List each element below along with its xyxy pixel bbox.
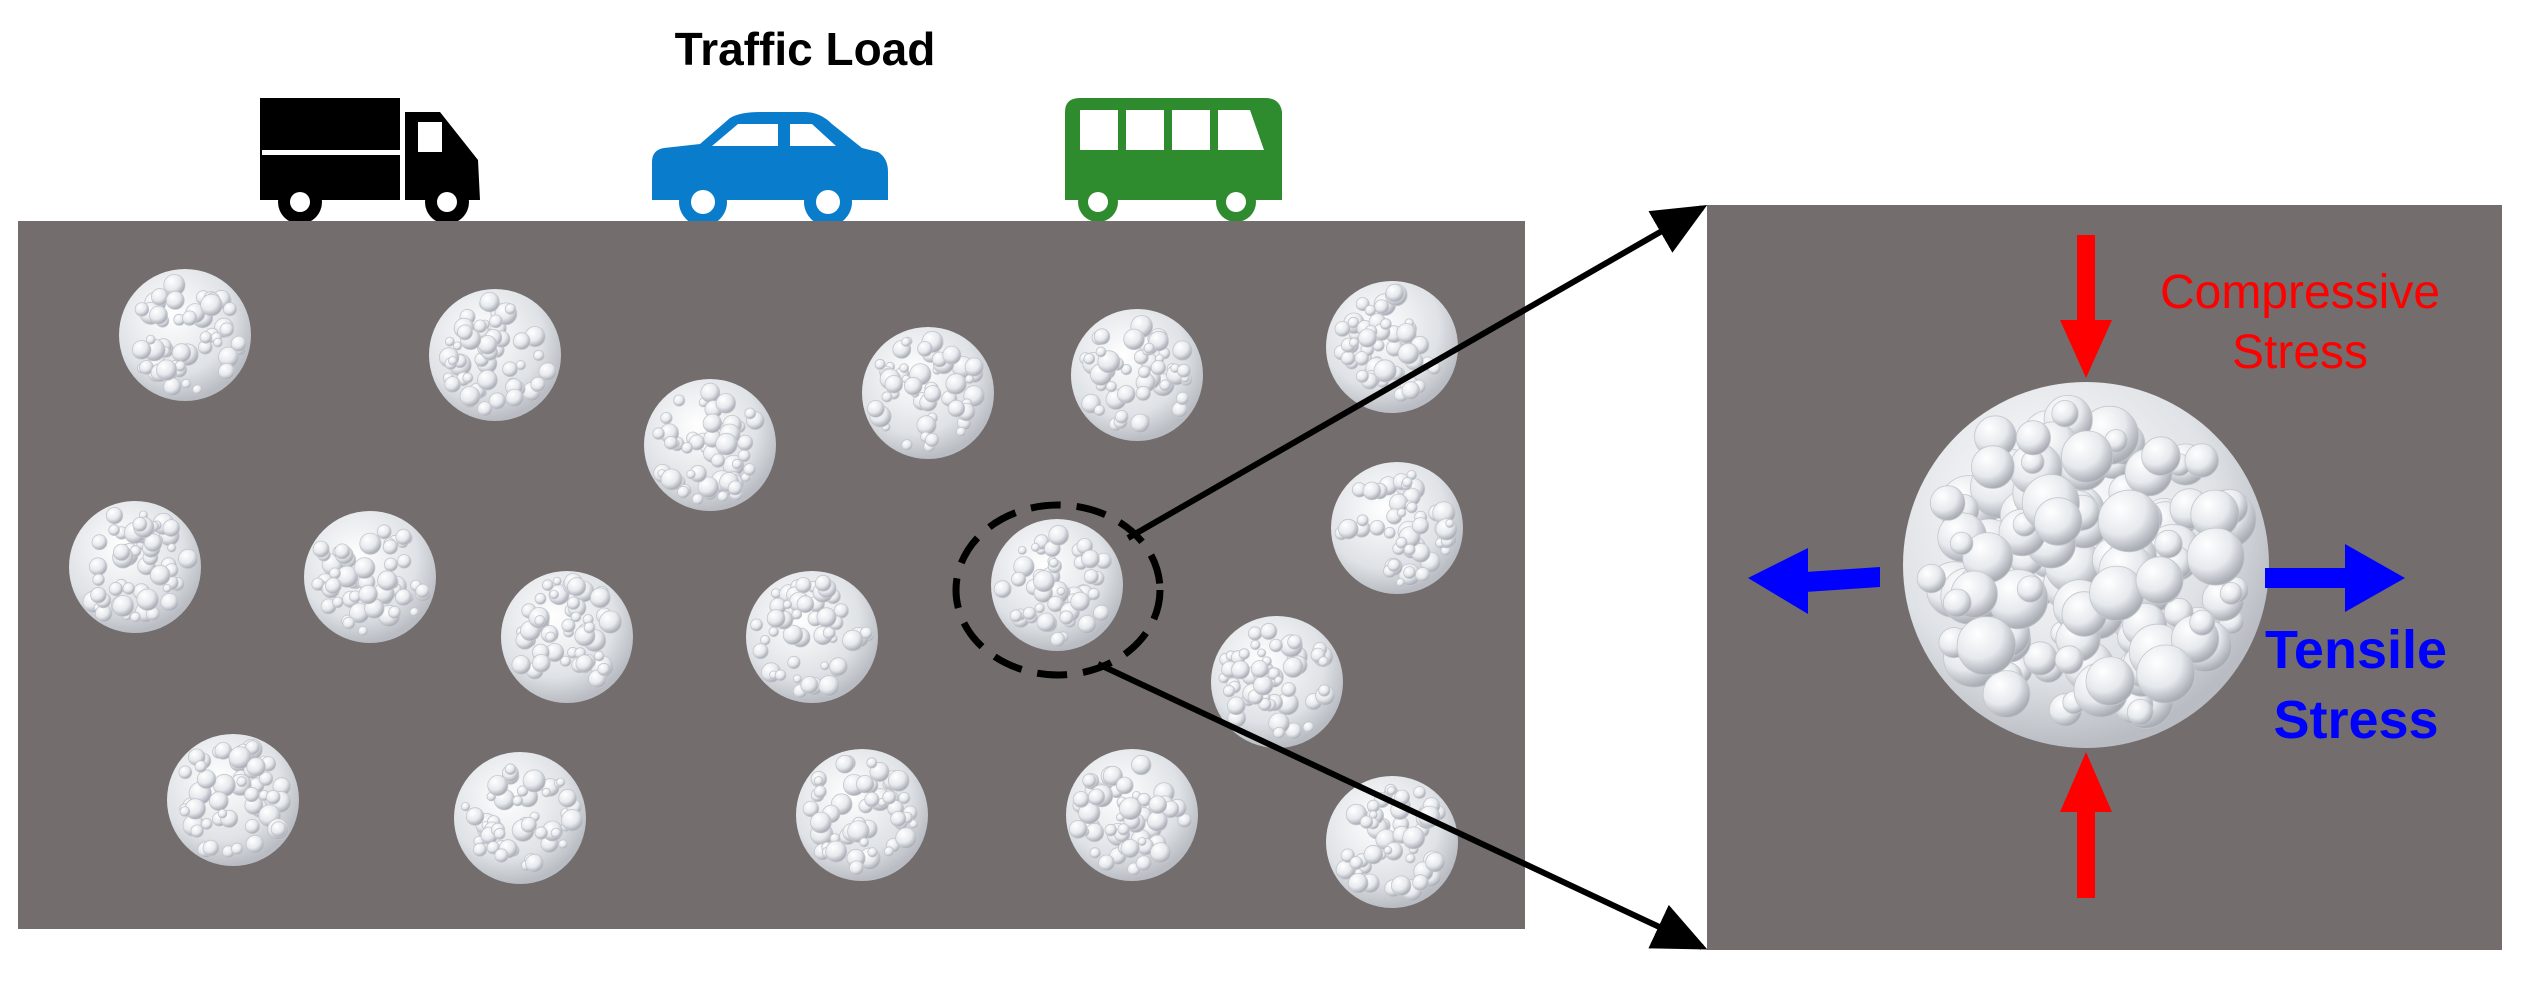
aggregate-particle	[1331, 462, 1463, 594]
title: Traffic Load	[675, 23, 936, 75]
aggregate-particle	[746, 571, 878, 703]
aggregate-particle	[644, 379, 776, 511]
aggregate-particle	[454, 752, 586, 884]
truck-icon	[260, 98, 480, 224]
particle-group	[69, 269, 1463, 908]
aggregate-particle	[304, 511, 436, 643]
compressive-arrow-top	[2060, 235, 2112, 378]
tensile-label-line2: Stress	[2273, 690, 2438, 750]
tensile-label-line1: Tensile	[2265, 620, 2447, 680]
tensile-arrow-left	[1748, 548, 1880, 614]
aggregate-particle	[1903, 382, 2269, 748]
aggregate-particle	[862, 327, 994, 459]
bus-icon	[1065, 98, 1282, 222]
aggregate-particle	[991, 519, 1123, 651]
aggregate-particle	[1211, 616, 1343, 748]
aggregate-particle	[796, 749, 928, 881]
aggregate-particle	[1326, 281, 1458, 413]
compressive-arrow-bottom	[2060, 752, 2112, 898]
aggregate-particle	[501, 571, 633, 703]
zoom-line-upper	[1126, 205, 1708, 541]
detail-particle	[1903, 382, 2269, 748]
aggregate-particle	[119, 269, 251, 401]
aggregate-particle	[1066, 749, 1198, 881]
aggregate-particle	[167, 734, 299, 866]
aggregate-particle	[429, 289, 561, 421]
car-icon	[652, 112, 888, 226]
aggregate-particle	[1326, 776, 1458, 908]
tensile-arrow-right	[2265, 544, 2405, 612]
aggregate-particle	[69, 501, 201, 633]
aggregate-particle	[1071, 309, 1203, 441]
highlight-circle	[952, 501, 1164, 679]
zoom-line-lower	[1096, 661, 1708, 950]
compressive-label-line1: Compressive	[2160, 266, 2440, 319]
compressive-label-line2: Stress	[2232, 326, 2368, 379]
